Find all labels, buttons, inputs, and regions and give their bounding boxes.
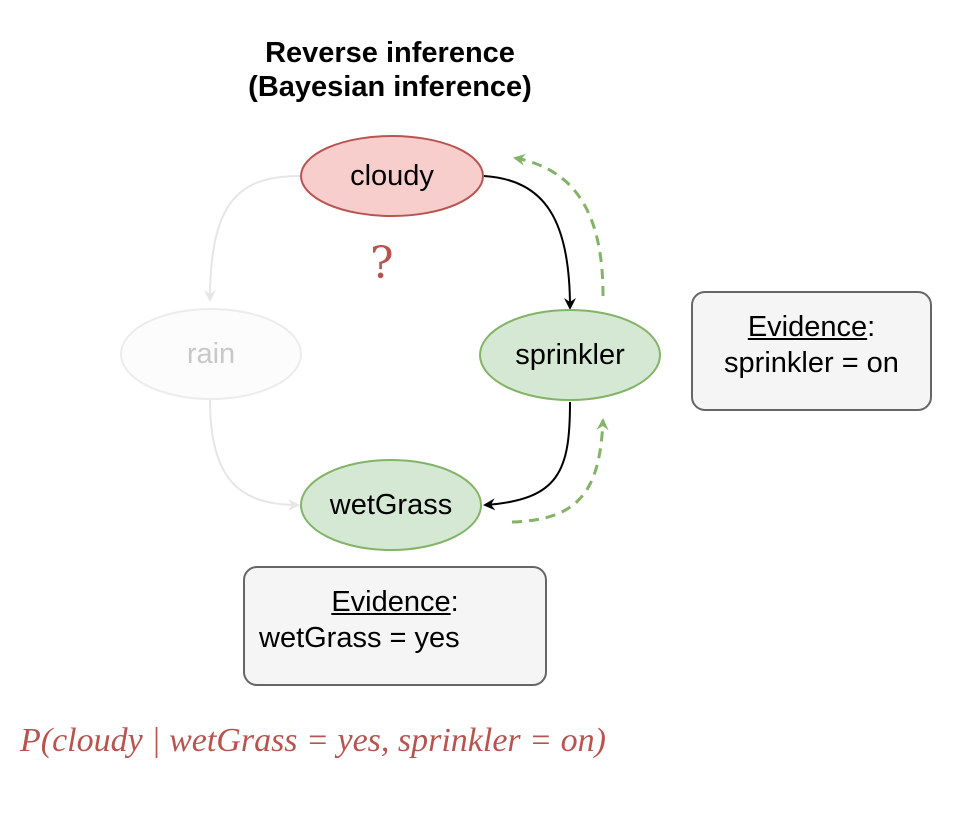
title-line-2: (Bayesian inference) [248, 71, 532, 103]
node-wetgrass-label: wetGrass [329, 489, 453, 521]
evidence-box-sprinkler: Evidence: sprinkler = on [691, 291, 932, 411]
posterior-formula: P(cloudy | wetGrass = yes, sprinkler = o… [20, 722, 606, 759]
evidence-value: sprinkler = on [724, 347, 899, 379]
node-sprinkler[interactable] [479, 309, 661, 401]
evidence-heading: Evidence [331, 586, 451, 618]
node-rain[interactable] [120, 308, 302, 400]
node-cloudy[interactable] [300, 135, 484, 217]
evidence-heading: Evidence [747, 311, 868, 343]
edge-sprinkler-cloudy-evidence [513, 153, 605, 297]
title-line-1: Reverse inference [265, 37, 515, 69]
node-wetgrass[interactable] [300, 459, 482, 551]
diagram-title: Reverse inference (Bayesian inference) [190, 36, 590, 104]
edge-rain-wetgrass [209, 399, 300, 511]
edge-cloudy-rain [204, 175, 301, 302]
edge-wetgrass-sprinkler-evidence [511, 418, 609, 524]
edge-cloudy-sprinkler [483, 175, 576, 310]
evidence-box-wetgrass: Evidence: wetGrass = yes [243, 566, 547, 686]
query-question-mark: ? [370, 238, 394, 289]
node-cloudy-label: cloudy [350, 160, 434, 192]
node-sprinkler-label: sprinkler [515, 339, 625, 371]
edge-sprinkler-wetgrass [483, 401, 571, 511]
evidence-value: wetGrass = yes [259, 622, 460, 654]
node-rain-label: rain [186, 338, 236, 370]
